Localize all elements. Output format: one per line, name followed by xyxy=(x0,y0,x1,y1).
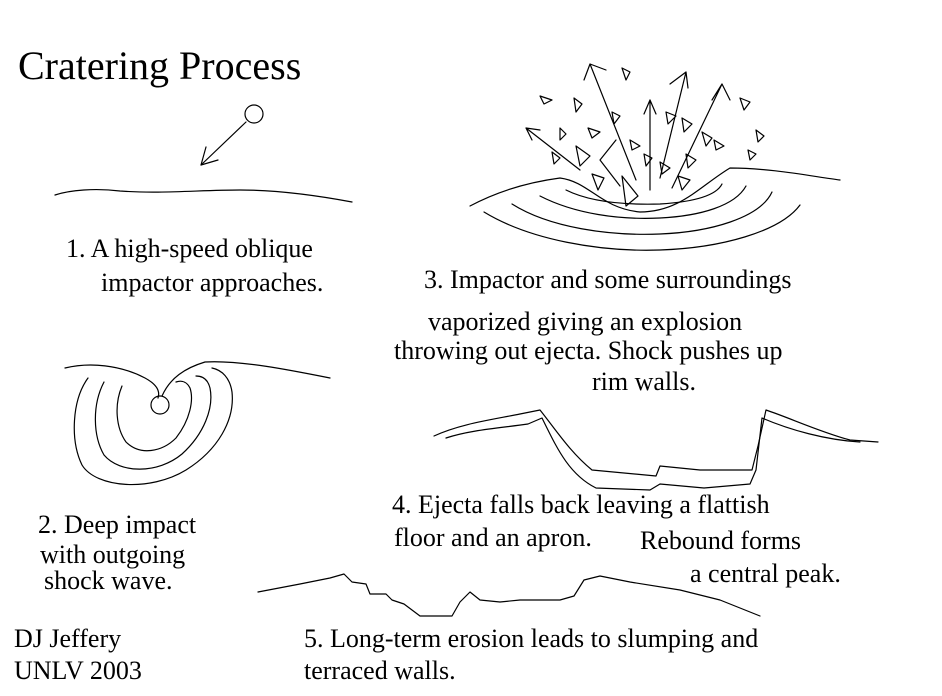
ejecta-fragment xyxy=(665,111,677,125)
surface-right xyxy=(161,361,331,397)
ejecta-fragment xyxy=(575,145,591,167)
step4-caption-line1: 4. Ejecta falls back leaving a flattish xyxy=(392,490,770,519)
stage1-illustration xyxy=(54,104,353,203)
ejecta-fragment xyxy=(587,127,601,139)
impactor-trajectory-arrow xyxy=(200,121,247,166)
ejecta-fragment xyxy=(755,129,765,143)
shock-ring-4 xyxy=(565,183,723,205)
ejecta-trajectory xyxy=(583,63,637,181)
stage5-illustration xyxy=(257,573,761,617)
step4-caption-line2: floor and an apron. xyxy=(394,523,592,552)
step3-caption-line3: throwing out ejecta. Shock pushes up xyxy=(394,336,783,365)
crater-profile-upper xyxy=(433,409,879,477)
step2-caption-line1: 2. Deep impact xyxy=(38,510,197,539)
stage4-illustration xyxy=(433,409,879,491)
ejecta-fragment xyxy=(539,95,553,105)
ejecta-fragment xyxy=(747,149,757,161)
step2-caption-line3: shock wave. xyxy=(44,566,173,595)
ejecta-fragment xyxy=(621,67,631,81)
shock-ring-2 xyxy=(511,191,773,235)
ejecta-fragment xyxy=(621,175,639,207)
ground-surface-3 xyxy=(469,167,841,213)
ejecta-fragment xyxy=(681,117,693,133)
ejecta-trajectory xyxy=(599,139,621,187)
step1-caption-line1: 1. A high-speed oblique xyxy=(66,234,313,263)
step3-caption-line4: rim walls. xyxy=(592,367,696,396)
shock-wave-outer xyxy=(73,367,233,486)
stage3-illustration xyxy=(469,63,841,251)
shock-wave-inner xyxy=(116,380,193,452)
step2-caption-line2: with outgoing xyxy=(40,540,186,569)
ejecta-fragment xyxy=(739,97,751,111)
shock-wave-middle xyxy=(94,375,212,470)
credit-org: UNLV 2003 xyxy=(14,656,142,685)
ejecta-trajectory xyxy=(659,71,689,179)
ejecta-fragment xyxy=(611,111,621,125)
page-title: Cratering Process xyxy=(18,43,302,88)
shock-ring-3 xyxy=(539,185,747,219)
step3-caption-line2: vaporized giving an explosion xyxy=(428,307,743,336)
ejecta-fragment xyxy=(677,175,691,191)
credit-author: DJ Jeffery xyxy=(14,624,122,653)
ejecta-trajectory xyxy=(643,99,657,191)
step3-caption-line1: 3. Impactor and some surroundings xyxy=(424,265,792,294)
shock-ring-1 xyxy=(483,204,801,251)
ground-surface-1 xyxy=(54,188,353,203)
step5-caption-line1: 5. Long-term erosion leads to slumping a… xyxy=(304,624,759,653)
step4-caption-line3: Rebound forms xyxy=(640,526,802,555)
step5-caption-line2: terraced walls. xyxy=(304,656,456,685)
crater-profile-lower xyxy=(445,417,861,491)
ejecta-fragment xyxy=(685,153,697,169)
ejecta-fragment xyxy=(701,131,713,147)
impactor-ball xyxy=(244,104,264,124)
arrow-head xyxy=(200,146,219,166)
impactor-ball xyxy=(150,395,170,415)
ejecta-fragment xyxy=(559,127,567,141)
ejecta-fragment xyxy=(629,139,641,151)
ejecta-trajectory xyxy=(525,127,581,171)
ejecta-fragment xyxy=(659,161,671,175)
surface-left xyxy=(64,364,160,399)
stage2-illustration xyxy=(64,361,331,486)
ejecta-fragment xyxy=(643,153,653,167)
ejecta-fragment xyxy=(713,139,725,151)
eroded-crater-profile xyxy=(257,573,761,617)
step4-caption-line4: a central peak. xyxy=(690,559,841,588)
ejecta-fragment xyxy=(573,97,583,113)
ejecta-fragment xyxy=(551,151,561,165)
ejecta-fragment xyxy=(591,173,605,191)
step1-caption-line2: impactor approaches. xyxy=(101,268,324,297)
ejecta-trajectory xyxy=(671,83,731,189)
